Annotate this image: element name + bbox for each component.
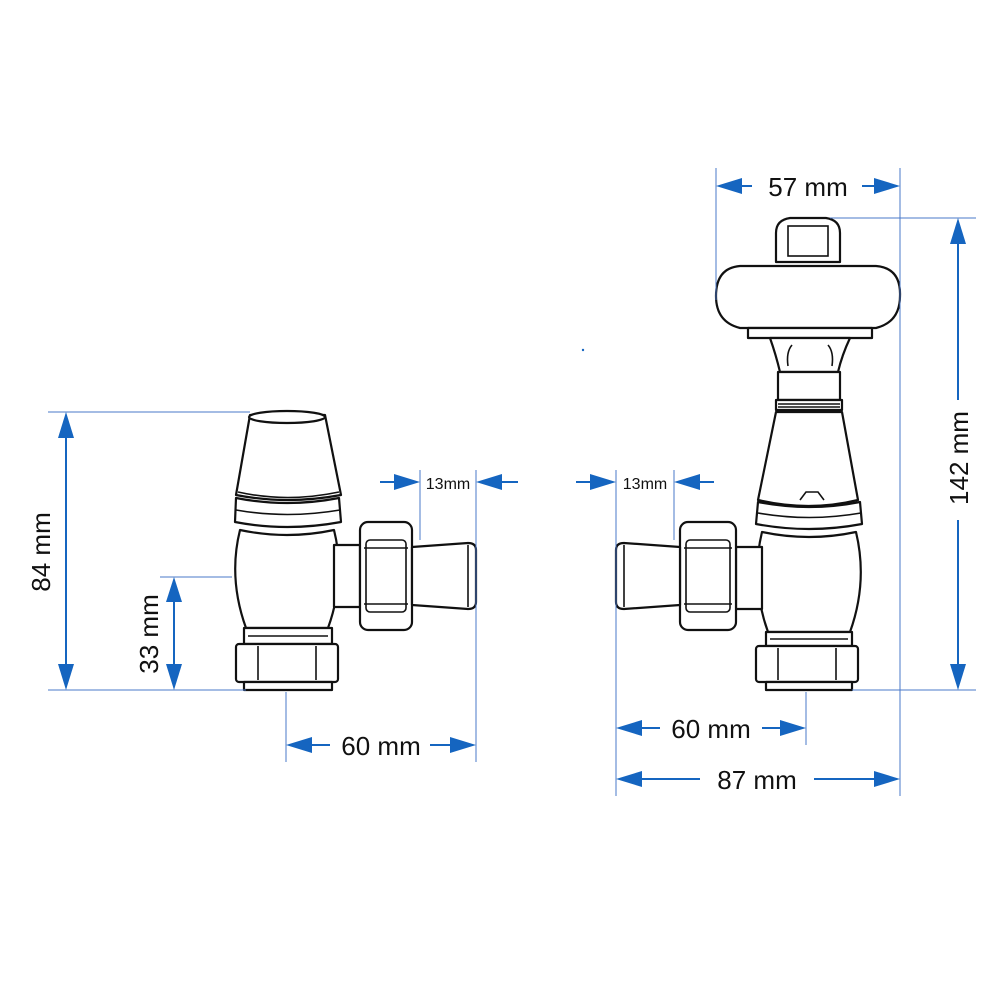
right-valve-neck bbox=[734, 545, 764, 611]
left-inlet-arrow-bottom bbox=[166, 664, 182, 690]
right-thread-label: 13mm bbox=[623, 476, 667, 493]
left-dimensions: 84 mm 33 mm 60 mm 13mm bbox=[26, 411, 518, 762]
right-valve-thread bbox=[614, 541, 682, 611]
right-valve-nut-base bbox=[764, 680, 854, 692]
right-valve-thread-ring bbox=[774, 398, 844, 412]
left-thread-label: 13mm bbox=[426, 476, 470, 493]
right-total-arrow-right bbox=[874, 771, 900, 787]
right-dimensions: 57 mm 142 mm 13mm 60 mm 87 mm bbox=[576, 168, 976, 796]
right-valve-collar bbox=[754, 500, 864, 531]
right-valve-head-disc bbox=[714, 264, 902, 330]
left-valve-nut bbox=[234, 642, 340, 684]
left-thread-arrow-left bbox=[394, 474, 420, 490]
right-valve-head-base bbox=[746, 326, 874, 340]
right-total-arrow-left bbox=[616, 771, 642, 787]
left-height-arrow-bottom bbox=[58, 664, 74, 690]
right-valve-side-nut bbox=[678, 520, 738, 632]
right-valve bbox=[614, 216, 902, 692]
right-thread-arrow-left bbox=[590, 474, 616, 490]
right-width-arrow-right bbox=[780, 720, 806, 736]
left-valve-body bbox=[234, 528, 340, 630]
right-valve-knob bbox=[774, 216, 842, 264]
left-inlet-arrow-top bbox=[166, 577, 182, 602]
left-width-label: 60 mm bbox=[341, 731, 420, 761]
left-width-arrow-right bbox=[450, 737, 476, 753]
right-head-arrow-left bbox=[716, 178, 742, 194]
left-thread-arrow-right bbox=[476, 474, 502, 490]
left-valve-neck bbox=[332, 543, 362, 609]
stray-dot bbox=[581, 348, 585, 352]
left-valve bbox=[233, 409, 478, 692]
right-valve-stem bbox=[768, 336, 852, 374]
left-valve-nut-base bbox=[242, 680, 334, 692]
right-height-arrow-top bbox=[950, 218, 966, 244]
right-head-arrow-right bbox=[874, 178, 900, 194]
left-valve-collar bbox=[233, 496, 343, 529]
left-valve-head bbox=[234, 413, 343, 502]
right-thread-arrow-right bbox=[674, 474, 700, 490]
right-width-arrow-left bbox=[616, 720, 642, 736]
left-valve-head-top bbox=[247, 409, 327, 425]
right-head-label: 57 mm bbox=[768, 172, 847, 202]
right-valve-body bbox=[756, 530, 862, 634]
left-height-label: 84 mm bbox=[26, 512, 56, 591]
left-inlet-label: 33 mm bbox=[134, 594, 164, 673]
left-height-arrow-top bbox=[58, 412, 74, 438]
right-height-arrow-bottom bbox=[950, 664, 966, 690]
left-valve-thread bbox=[410, 541, 478, 611]
left-valve-side-nut bbox=[358, 520, 414, 632]
right-valve-stem-sleeve bbox=[776, 370, 842, 402]
right-width-label: 60 mm bbox=[671, 714, 750, 744]
left-width-arrow-left bbox=[286, 737, 312, 753]
right-total-label: 87 mm bbox=[717, 765, 796, 795]
right-height-label: 142 mm bbox=[944, 411, 974, 505]
right-valve-nut bbox=[754, 644, 860, 684]
